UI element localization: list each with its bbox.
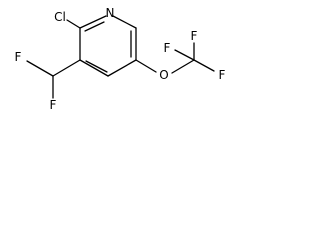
chemical-structure: N Cl O F F F F F xyxy=(15,6,226,112)
bond-n-c2 xyxy=(79,15,107,29)
bond-c5-o xyxy=(135,59,157,73)
pyridine-ring xyxy=(79,15,137,77)
difluoromethyl-group xyxy=(26,59,81,99)
atom-f-chf2-bottom: F xyxy=(50,98,57,112)
trifluoromethoxy-group xyxy=(135,42,215,74)
bond-c6-n xyxy=(112,15,137,29)
bond-o-cf3 xyxy=(171,59,195,74)
atom-f-cf3-top: F xyxy=(191,29,198,43)
bond-c3-c4-inner xyxy=(85,60,108,73)
atom-cl: Cl xyxy=(54,10,66,24)
bond-chf2-f-top xyxy=(26,60,54,77)
atom-o: O xyxy=(159,68,168,82)
bond-c3-chf2 xyxy=(52,59,81,77)
bond-c3-c4 xyxy=(79,59,109,77)
atom-f-cf3-left: F xyxy=(164,41,171,55)
atom-f-cf3-right: F xyxy=(219,68,226,82)
bond-n-c2-inner xyxy=(84,21,105,32)
atom-f-chf2-top: F xyxy=(15,50,22,64)
atom-n: N xyxy=(106,6,115,20)
bond-c4-c5 xyxy=(107,59,137,77)
bond-cf3-f-left xyxy=(174,49,195,61)
bond-cf3-f-right xyxy=(193,59,215,72)
bond-c2-cl xyxy=(66,19,81,29)
